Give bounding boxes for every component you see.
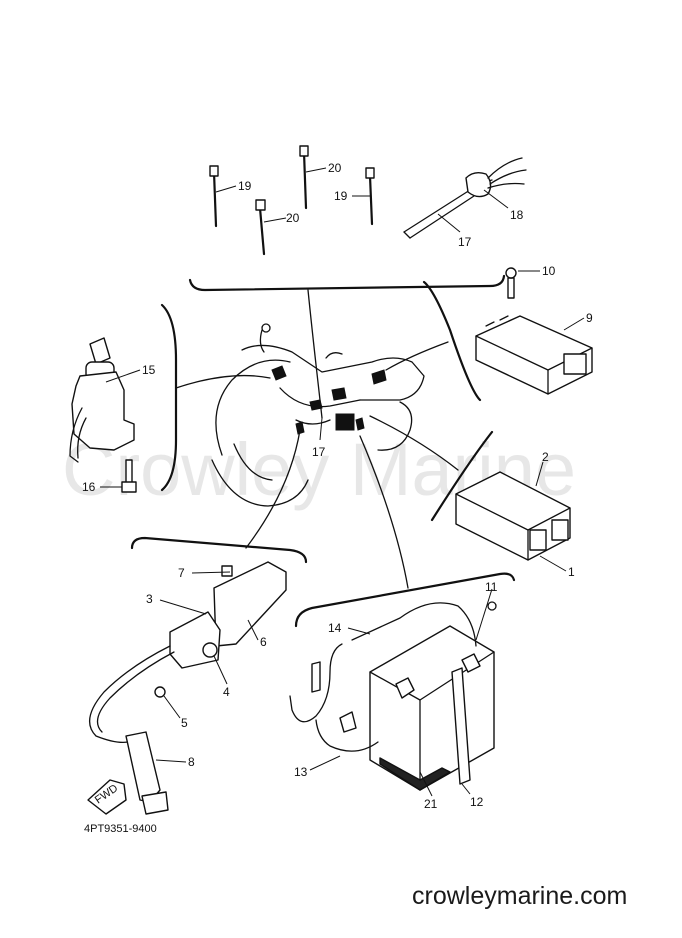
rectifier-regulator xyxy=(475,267,593,395)
diagram-code: 4PT9351-9400 xyxy=(84,823,157,835)
callout-20-left: 20 xyxy=(286,211,300,225)
ignition-coil-assembly xyxy=(88,561,287,815)
callout-5: 5 xyxy=(181,716,188,730)
callout-7: 7 xyxy=(178,566,185,580)
callout-9: 9 xyxy=(586,311,593,325)
group-brackets xyxy=(130,274,516,628)
callout-8: 8 xyxy=(188,755,195,769)
callout-20-top: 20 xyxy=(328,161,342,175)
cable-ties xyxy=(209,145,375,256)
callout-11: 11 xyxy=(485,580,498,594)
callout-17-center: 17 xyxy=(312,445,326,459)
callout-16: 16 xyxy=(82,480,96,494)
battery-assembly xyxy=(289,601,497,791)
callout-19-right: 19 xyxy=(334,189,348,203)
callout-1: 1 xyxy=(568,565,575,579)
callout-12: 12 xyxy=(470,795,484,809)
motorcycle-silhouette xyxy=(211,323,425,507)
wire-harness-top xyxy=(403,157,527,239)
callout-13: 13 xyxy=(294,765,308,779)
callout-4: 4 xyxy=(223,685,230,699)
fwd-arrow-icon: FWD xyxy=(87,779,127,815)
callout-6: 6 xyxy=(260,635,267,649)
main-switch-assembly xyxy=(69,337,137,493)
callout-14: 14 xyxy=(328,621,342,635)
site-url: crowleymarine.com xyxy=(412,882,627,910)
callout-17-top: 17 xyxy=(458,235,472,249)
callout-3: 3 xyxy=(146,592,153,606)
callout-15: 15 xyxy=(142,363,156,377)
callout-18: 18 xyxy=(510,208,524,222)
callout-2: 2 xyxy=(542,450,549,464)
callout-19-left: 19 xyxy=(238,179,252,193)
callout-21: 21 xyxy=(424,797,438,811)
callout-leaders xyxy=(100,167,585,797)
connector-lines xyxy=(175,289,459,589)
callout-labels: 1 2 3 4 5 6 7 8 9 10 11 12 13 14 15 16 1… xyxy=(82,161,593,811)
callout-10: 10 xyxy=(542,264,556,278)
cdi-unit xyxy=(455,471,571,561)
